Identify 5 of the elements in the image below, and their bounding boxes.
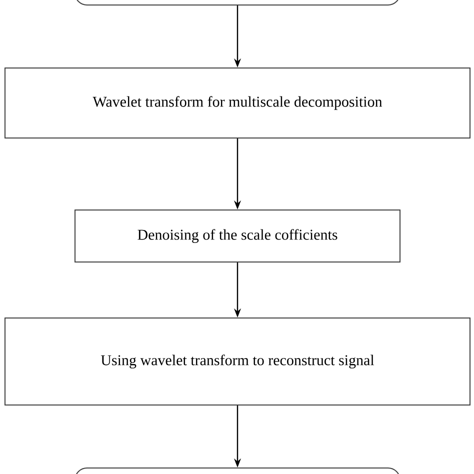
terminal-box (74, 0, 400, 6)
process-box: Using wavelet transform to reconstruct signal (4, 318, 470, 406)
terminal-box (74, 468, 400, 474)
process-box: Wavelet transform for multiscale decomposition (4, 68, 470, 138)
process-box: Denoising of the scale cofficients (74, 210, 400, 262)
